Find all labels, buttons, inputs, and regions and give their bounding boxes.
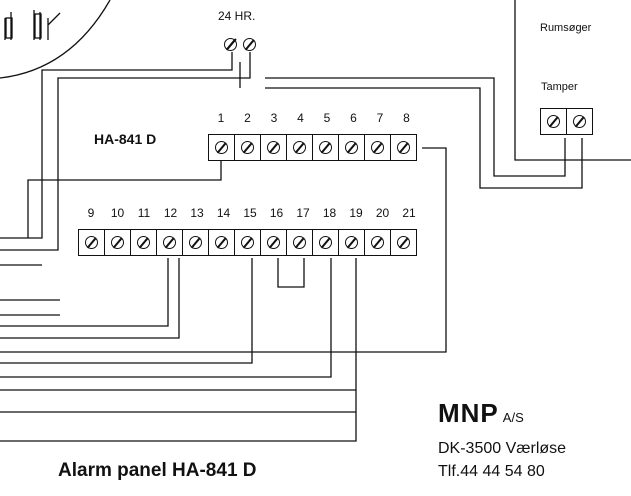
wire-timer-b: [0, 52, 251, 251]
screw-icon: [215, 141, 228, 154]
bottom-terminal-17[interactable]: [287, 230, 313, 255]
terminal-number-5: 5: [323, 111, 331, 125]
screw-icon: [267, 236, 280, 249]
timer-label: 24 HR.: [218, 9, 256, 23]
timer-terminal-b[interactable]: [243, 38, 256, 51]
bottom-terminal-13[interactable]: [183, 230, 209, 255]
screw-icon: [397, 236, 410, 249]
tamper-terminal-strip: [540, 108, 593, 135]
bottom-terminal-12[interactable]: [157, 230, 183, 255]
terminal-number-20: 20: [375, 206, 390, 220]
screw-icon: [85, 236, 98, 249]
top-terminal-5[interactable]: [313, 135, 339, 160]
terminal-number-10: 10: [110, 206, 125, 220]
terminal-number-8: 8: [403, 111, 410, 125]
screw-icon: [111, 236, 124, 249]
wire-terminal-8: [0, 147, 447, 353]
terminal-number-1: 1: [217, 111, 225, 125]
terminal-number-21: 21: [402, 206, 416, 220]
top-terminal-6[interactable]: [339, 135, 365, 160]
wire-detector-b: [265, 87, 583, 189]
top-terminal-2[interactable]: [235, 135, 261, 160]
manufacturer-phone: Tlf.44 44 54 80: [438, 463, 545, 480]
detector-title: Rumsøger: [540, 22, 592, 34]
terminal-strip-bottom: [78, 229, 417, 256]
tamper-label: Tamper: [541, 81, 578, 93]
siren-symbol: [4, 10, 61, 40]
screw-icon: [397, 141, 410, 154]
terminal-strip-top: [208, 134, 417, 161]
terminal-number-11: 11: [137, 206, 151, 220]
screw-icon: [241, 236, 254, 249]
terminal-number-6: 6: [350, 111, 357, 125]
screw-icon: [319, 141, 332, 154]
screw-icon: [293, 236, 306, 249]
terminal-number-14: 14: [216, 206, 231, 220]
wire-terminal-19: [0, 258, 357, 442]
screw-icon: [215, 236, 228, 249]
manufacturer-address: DK-3500 Værløse: [438, 440, 567, 457]
bottom-terminal-16[interactable]: [261, 230, 287, 255]
bottom-terminal-9[interactable]: [79, 230, 105, 255]
terminal-number-16: 16: [269, 206, 284, 220]
terminal-number-2: 2: [244, 111, 251, 125]
terminal-number-7: 7: [376, 111, 384, 125]
terminal-number-9: 9: [87, 206, 95, 220]
detector-housing: [514, 0, 631, 161]
bottom-terminal-11[interactable]: [131, 230, 157, 255]
terminal-number-4: 4: [297, 111, 304, 125]
siren-outline: [0, 0, 111, 79]
terminal-number-12: 12: [163, 206, 178, 220]
bottom-terminal-19[interactable]: [339, 230, 365, 255]
wire-terminal-18: [0, 258, 332, 378]
screw-icon: [163, 236, 176, 249]
screw-icon: [345, 141, 358, 154]
timer-terminal-a[interactable]: [224, 38, 237, 51]
wire-terminal-1: [27, 160, 222, 238]
wire-terminal-12: [0, 258, 169, 327]
manufacturer-name: MNP: [438, 398, 499, 428]
diagram-caption: Alarm panel HA-841 D: [58, 460, 257, 481]
screw-icon: [371, 141, 384, 154]
screw-icon: [189, 236, 202, 249]
top-terminal-1[interactable]: [209, 135, 235, 160]
terminal-number-3: 3: [270, 111, 278, 125]
bottom-terminal-20[interactable]: [365, 230, 391, 255]
siren-symbol-a: [5, 17, 13, 39]
tamper-terminal-2[interactable]: [567, 109, 592, 134]
wire-terminal-15: [0, 258, 253, 364]
screw-icon: [241, 141, 254, 154]
siren-symbol-b: [34, 13, 42, 39]
screw-icon: [267, 141, 280, 154]
screw-icon: [293, 141, 306, 154]
wire-detector-a: [265, 77, 566, 177]
top-terminal-8[interactable]: [391, 135, 416, 160]
screw-icon: [319, 236, 332, 249]
bottom-terminal-18[interactable]: [313, 230, 339, 255]
bottom-terminal-14[interactable]: [209, 230, 235, 255]
top-terminal-4[interactable]: [287, 135, 313, 160]
manufacturer-suffix: A/S: [502, 410, 524, 425]
bottom-terminal-15[interactable]: [235, 230, 261, 255]
screw-icon: [345, 236, 358, 249]
terminal-number-15: 15: [243, 206, 257, 220]
screw-icon: [137, 236, 150, 249]
tamper-terminal-1[interactable]: [541, 109, 567, 134]
terminal-number-17: 17: [296, 206, 310, 220]
panel-model-label: HA-841 D: [94, 131, 157, 147]
screw-icon: [371, 236, 384, 249]
bottom-terminal-10[interactable]: [105, 230, 131, 255]
top-terminal-7[interactable]: [365, 135, 391, 160]
jumper-16-17: [277, 258, 305, 288]
terminal-number-13: 13: [190, 206, 204, 220]
bottom-terminal-21[interactable]: [391, 230, 416, 255]
terminal-number-18: 18: [322, 206, 337, 220]
top-terminal-3[interactable]: [261, 135, 287, 160]
terminal-number-19: 19: [349, 206, 363, 220]
